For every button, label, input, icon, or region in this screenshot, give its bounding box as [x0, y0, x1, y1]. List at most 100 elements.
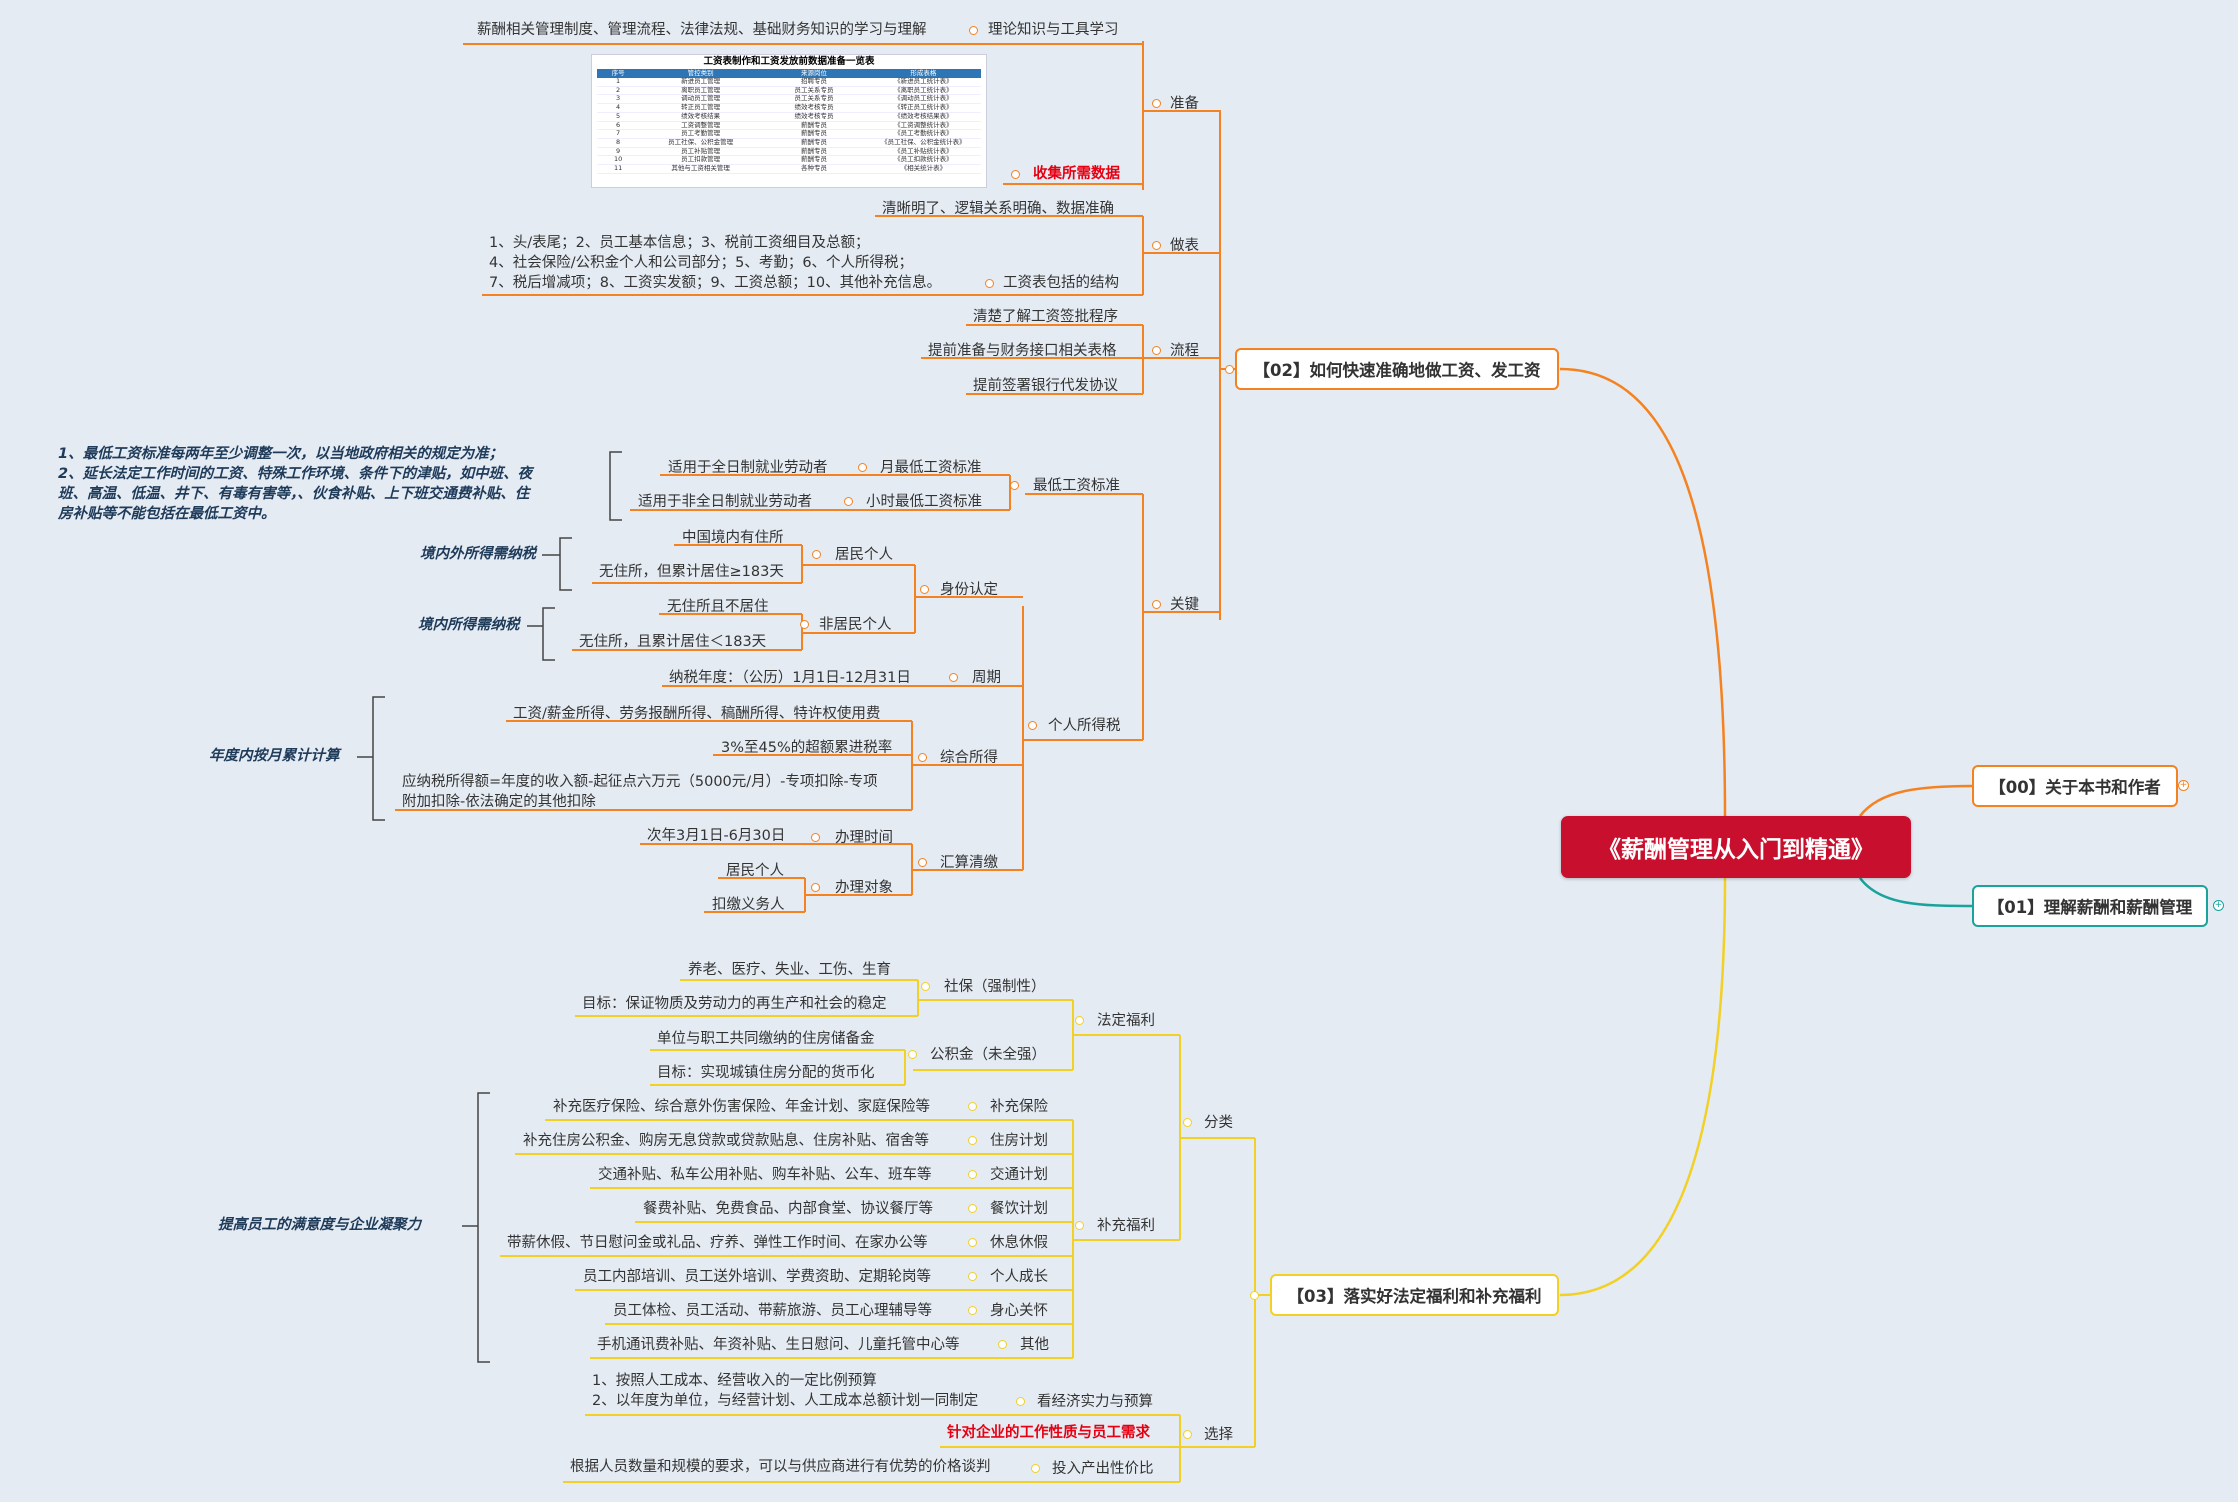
topic-housing[interactable]: 住房计划 — [990, 1133, 1048, 1149]
topic-minwage-note[interactable]: 1、最低工资标准每两年至少调整一次，以当地政府相关的规定为准； 2、延长法定工作… — [58, 446, 533, 522]
topic-hf-goal[interactable]: 目标：实现城镇住房分配的货币化 — [657, 1065, 875, 1081]
topic-structure[interactable]: 工资表包括的结构 — [1003, 275, 1119, 291]
collapse-toggle-icon[interactable] — [949, 673, 958, 682]
branch-01-understanding-pay[interactable]: 【01】理解薪酬和薪酬管理 — [1972, 885, 2208, 927]
topic-no-dom-none[interactable]: 无住所且不居住 — [667, 599, 769, 615]
branch-00-about-book[interactable]: 【00】关于本书和作者 — [1972, 765, 2178, 807]
collapse-toggle-icon[interactable] — [1250, 1291, 1259, 1300]
collapse-toggle-icon[interactable] — [968, 1306, 977, 1315]
topic-theory-detail[interactable]: 薪酬相关管理制度、管理流程、法律法规、基础财务知识的学习与理解 — [477, 22, 927, 38]
topic-care[interactable]: 身心关怀 — [990, 1303, 1048, 1319]
topic-growth-d[interactable]: 员工内部培训、员工送外培训、学费资助、定期轮岗等 — [583, 1269, 931, 1285]
topic-meal-d[interactable]: 餐费补贴、免费食品、内部食堂、协议餐厅等 — [643, 1201, 933, 1217]
collapse-toggle-icon[interactable] — [1225, 365, 1234, 374]
topic-no-dom-long[interactable]: 无住所，但累计居住≥183天 — [599, 564, 784, 580]
topic-social-goal[interactable]: 目标：保证物质及劳动力的再生产和社会的稳定 — [582, 996, 887, 1012]
topic-meal[interactable]: 餐饮计划 — [990, 1201, 1048, 1217]
collapse-toggle-icon[interactable] — [968, 1102, 977, 1111]
expand-branch-00-icon[interactable]: + — [2178, 780, 2189, 791]
topic-make[interactable]: 做表 — [1170, 238, 1199, 254]
topic-period[interactable]: 周期 — [972, 670, 1001, 686]
collapse-toggle-icon[interactable] — [858, 463, 867, 472]
topic-nego-d[interactable]: 根据人员数量和规模的要求，可以与供应商进行有优势的价格谈判 — [570, 1459, 991, 1475]
topic-flow[interactable]: 流程 — [1170, 343, 1199, 359]
collapse-toggle-icon[interactable] — [800, 620, 809, 629]
topic-formula[interactable]: 应纳税所得额=年度的收入额-起征点六万元（5000元/月）-专项扣除-专项 附加… — [402, 774, 878, 810]
topic-ins[interactable]: 补充保险 — [990, 1099, 1048, 1115]
collapse-toggle-icon[interactable] — [1152, 241, 1161, 250]
topic-prepare[interactable]: 准备 — [1170, 96, 1199, 112]
topic-date[interactable]: 次年3月1日-6月30日 — [647, 828, 786, 844]
topic-res-ind[interactable]: 居民个人 — [726, 863, 784, 879]
topic-settle[interactable]: 汇算清缴 — [940, 855, 998, 871]
topic-statutory[interactable]: 法定福利 — [1097, 1013, 1155, 1029]
topic-hf-items[interactable]: 单位与职工共同缴纳的住房储备金 — [657, 1031, 875, 1047]
topic-tax-both[interactable]: 境内外所得需纳税 — [420, 546, 536, 562]
topic-comprehensive[interactable]: 综合所得 — [940, 750, 998, 766]
topic-domicile[interactable]: 中国境内有住所 — [682, 530, 784, 546]
topic-care-d[interactable]: 员工体检、员工活动、带薪旅游、员工心理辅导等 — [613, 1303, 932, 1319]
collapse-toggle-icon[interactable] — [918, 858, 927, 867]
topic-social[interactable]: 社保（强制性） — [944, 979, 1046, 995]
topic-theory[interactable]: 理论知识与工具学习 — [988, 22, 1119, 38]
collapse-toggle-icon[interactable] — [1152, 600, 1161, 609]
topic-nonresident[interactable]: 非居民个人 — [819, 617, 892, 633]
topic-budget-d[interactable]: 1、按照人工成本、经营收入的一定比例预算 2、以年度为单位，与经营计划、人工成本… — [592, 1373, 979, 1409]
collapse-toggle-icon[interactable] — [985, 279, 994, 288]
branch-03-welfare[interactable]: 【03】落实好法定福利和补充福利 — [1270, 1274, 1559, 1316]
collapse-toggle-icon[interactable] — [908, 1050, 917, 1059]
collapse-toggle-icon[interactable] — [968, 1170, 977, 1179]
collapse-toggle-icon[interactable] — [968, 1204, 977, 1213]
collapse-toggle-icon[interactable] — [1152, 346, 1161, 355]
topic-hour-min[interactable]: 小时最低工资标准 — [866, 494, 982, 510]
topic-monthly-acc[interactable]: 年度内按月累计计算 — [209, 748, 340, 764]
topic-month-min[interactable]: 月最低工资标准 — [880, 460, 982, 476]
topic-housing-d[interactable]: 补充住房公积金、购房无息贷款或贷款贴息、住房补贴、宿舍等 — [523, 1133, 929, 1149]
topic-ins-d[interactable]: 补充医疗保险、综合意外伤害保险、年金计划、家庭保险等 — [553, 1099, 930, 1115]
topic-finance[interactable]: 提前准备与财务接口相关表格 — [928, 343, 1117, 359]
topic-nature[interactable]: 针对企业的工作性质与员工需求 — [947, 1425, 1150, 1441]
collapse-toggle-icon[interactable] — [1075, 1221, 1084, 1230]
topic-withholder[interactable]: 扣缴义务人 — [712, 897, 785, 913]
topic-approve[interactable]: 清楚了解工资签批程序 — [973, 309, 1118, 325]
collapse-toggle-icon[interactable] — [811, 833, 820, 842]
topic-min-wage[interactable]: 最低工资标准 — [1033, 478, 1120, 494]
topic-supplement[interactable]: 补充福利 — [1097, 1218, 1155, 1234]
collapse-toggle-icon[interactable] — [1016, 1397, 1025, 1406]
topic-classify[interactable]: 分类 — [1204, 1115, 1233, 1131]
topic-bank[interactable]: 提前签署银行代发协议 — [973, 378, 1118, 394]
topic-other[interactable]: 其他 — [1020, 1337, 1049, 1353]
collapse-toggle-icon[interactable] — [920, 585, 929, 594]
topic-rest[interactable]: 休息休假 — [990, 1235, 1048, 1251]
topic-traffic-d[interactable]: 交通补贴、私车公用补贴、购车补贴、公车、班车等 — [598, 1167, 932, 1183]
collapse-toggle-icon[interactable] — [1031, 1464, 1040, 1473]
topic-satisfaction[interactable]: 提高员工的满意度与企业凝聚力 — [218, 1217, 421, 1233]
collapse-toggle-icon[interactable] — [969, 26, 978, 35]
topic-identity[interactable]: 身份认定 — [940, 582, 998, 598]
collapse-toggle-icon[interactable] — [1075, 1016, 1084, 1025]
collapse-toggle-icon[interactable] — [918, 753, 927, 762]
topic-rate[interactable]: 3%至45%的超额累进税率 — [721, 740, 893, 756]
collapse-toggle-icon[interactable] — [921, 982, 930, 991]
topic-budget[interactable]: 看经济实力与预算 — [1037, 1394, 1153, 1410]
topic-traffic[interactable]: 交通计划 — [990, 1167, 1048, 1183]
topic-other-d[interactable]: 手机通讯费补贴、年资补贴、生日慰问、儿童托管中心等 — [597, 1337, 960, 1353]
topic-time[interactable]: 办理时间 — [835, 830, 893, 846]
topic-choose[interactable]: 选择 — [1204, 1427, 1233, 1443]
topic-tax-domestic[interactable]: 境内所得需纳税 — [418, 617, 520, 633]
collapse-toggle-icon[interactable] — [998, 1340, 1007, 1349]
collapse-toggle-icon[interactable] — [1011, 170, 1020, 179]
collapse-toggle-icon[interactable] — [812, 550, 821, 559]
topic-no-dom-short[interactable]: 无住所，且累计居住＜183天 — [579, 634, 767, 650]
collapse-toggle-icon[interactable] — [968, 1272, 977, 1281]
collapse-toggle-icon[interactable] — [1010, 481, 1019, 490]
topic-clear[interactable]: 清晰明了、逻辑关系明确、数据准确 — [882, 201, 1114, 217]
topic-parttime[interactable]: 适用于非全日制就业劳动者 — [638, 494, 812, 510]
topic-iit[interactable]: 个人所得税 — [1048, 718, 1121, 734]
topic-collect[interactable]: 收集所需数据 — [1033, 166, 1120, 182]
topic-roi[interactable]: 投入产出性价比 — [1052, 1461, 1154, 1477]
topic-object[interactable]: 办理对象 — [835, 880, 893, 896]
collapse-toggle-icon[interactable] — [811, 883, 820, 892]
topic-income-types[interactable]: 工资/薪金所得、劳务报酬所得、稿酬所得、特许权使用费 — [513, 706, 881, 722]
topic-growth[interactable]: 个人成长 — [990, 1269, 1048, 1285]
